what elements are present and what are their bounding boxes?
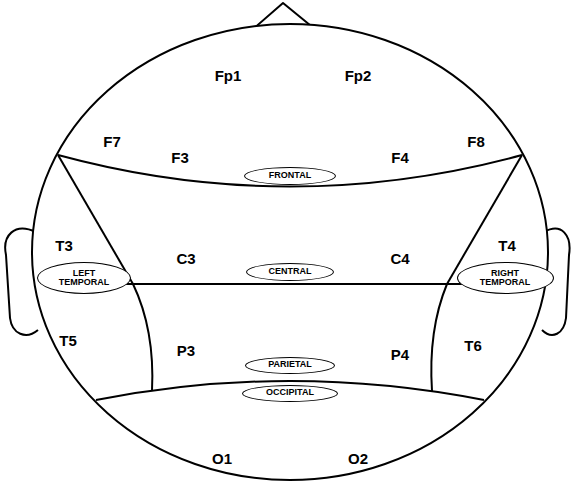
electrode-label: T3	[55, 237, 73, 254]
electrode-label: O2	[348, 450, 368, 467]
region-label: RIGHT TEMPORAL	[473, 269, 537, 288]
electrode-label: P3	[177, 342, 195, 359]
region-ellipse: OCCIPITAL	[242, 385, 338, 402]
electrode-label: Fp2	[345, 67, 372, 84]
region-ellipse: FRONTAL	[244, 167, 336, 185]
region-ellipse: LEFT TEMPORAL	[37, 262, 131, 294]
electrode-label: O1	[212, 450, 232, 467]
region-boundary	[110, 283, 470, 285]
electrode-label: P4	[391, 346, 409, 363]
region-label: FRONTAL	[269, 171, 311, 180]
region-boundary	[133, 284, 152, 391]
region-label: LEFT TEMPORAL	[53, 269, 115, 288]
electrode-label: F8	[467, 133, 485, 150]
region-boundary	[58, 155, 522, 187]
region-ellipse: RIGHT TEMPORAL	[457, 262, 554, 294]
region-ellipse: PARIETAL	[245, 357, 335, 374]
electrode-label: F4	[391, 149, 409, 166]
electrode-label: C4	[390, 250, 409, 267]
region-label: OCCIPITAL	[266, 388, 314, 397]
head-outline	[32, 24, 548, 480]
region-label: CENTRAL	[269, 267, 312, 276]
region-boundary	[96, 381, 484, 400]
electrode-label: T6	[464, 337, 482, 354]
electrode-label: C3	[176, 250, 195, 267]
electrode-label: F7	[103, 133, 121, 150]
electrode-label: F3	[171, 149, 189, 166]
region-boundary	[431, 284, 447, 391]
electrode-label: T5	[59, 332, 77, 349]
electrode-label: T4	[498, 237, 516, 254]
electrode-label: Fp1	[215, 67, 242, 84]
region-label: PARIETAL	[268, 360, 312, 369]
region-ellipse: CENTRAL	[246, 263, 334, 281]
